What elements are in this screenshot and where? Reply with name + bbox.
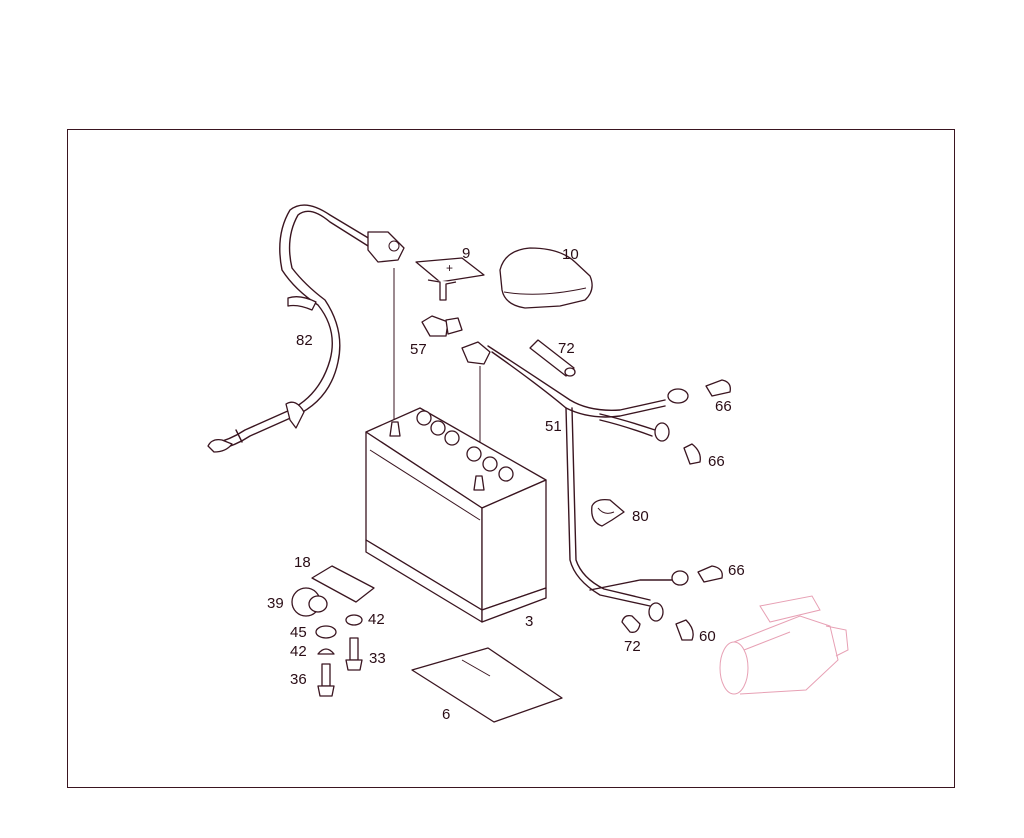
label-6: 6 — [442, 706, 450, 723]
label-51: 51 — [545, 418, 562, 435]
label-33: 33 — [369, 650, 386, 667]
part-10-terminal-cap — [499, 247, 593, 309]
part-72-sleeve — [529, 339, 576, 377]
label-57: 57 — [410, 341, 427, 358]
part-18-bracket — [311, 565, 375, 603]
label-9: 9 — [462, 245, 470, 262]
label-39: 39 — [267, 595, 284, 612]
label-82: 82 — [296, 332, 313, 349]
label-66b: 66 — [708, 453, 725, 470]
label-10: 10 — [562, 246, 579, 263]
label-72a: 72 — [558, 340, 575, 357]
label-72b: 72 — [624, 638, 641, 655]
part-6-battery-mat — [411, 647, 563, 723]
label-42b: 42 — [290, 643, 307, 660]
label-18: 18 — [294, 554, 311, 571]
label-60: 60 — [699, 628, 716, 645]
svg-text:+: + — [446, 261, 453, 275]
label-36: 36 — [290, 671, 307, 688]
label-3: 3 — [525, 613, 533, 630]
part-82-ground-cable — [207, 204, 405, 453]
part-51-cable-harness — [461, 341, 689, 622]
part-57-clamp — [421, 315, 463, 337]
label-66c: 66 — [728, 562, 745, 579]
part-80-clip — [591, 498, 625, 527]
starter-motor-ghost — [719, 595, 849, 695]
part-washers-bolts — [315, 614, 363, 697]
diagram-frame — [67, 129, 955, 788]
part-9-cover-plate: + — [415, 257, 485, 301]
label-66a: 66 — [715, 398, 732, 415]
label-42a: 42 — [368, 611, 385, 628]
part-39-bushing — [291, 587, 328, 617]
label-80: 80 — [632, 508, 649, 525]
label-45: 45 — [290, 624, 307, 641]
part-66-terminals — [675, 379, 731, 641]
part-72-sleeve-lower — [621, 614, 641, 633]
part-3-battery — [365, 407, 547, 623]
